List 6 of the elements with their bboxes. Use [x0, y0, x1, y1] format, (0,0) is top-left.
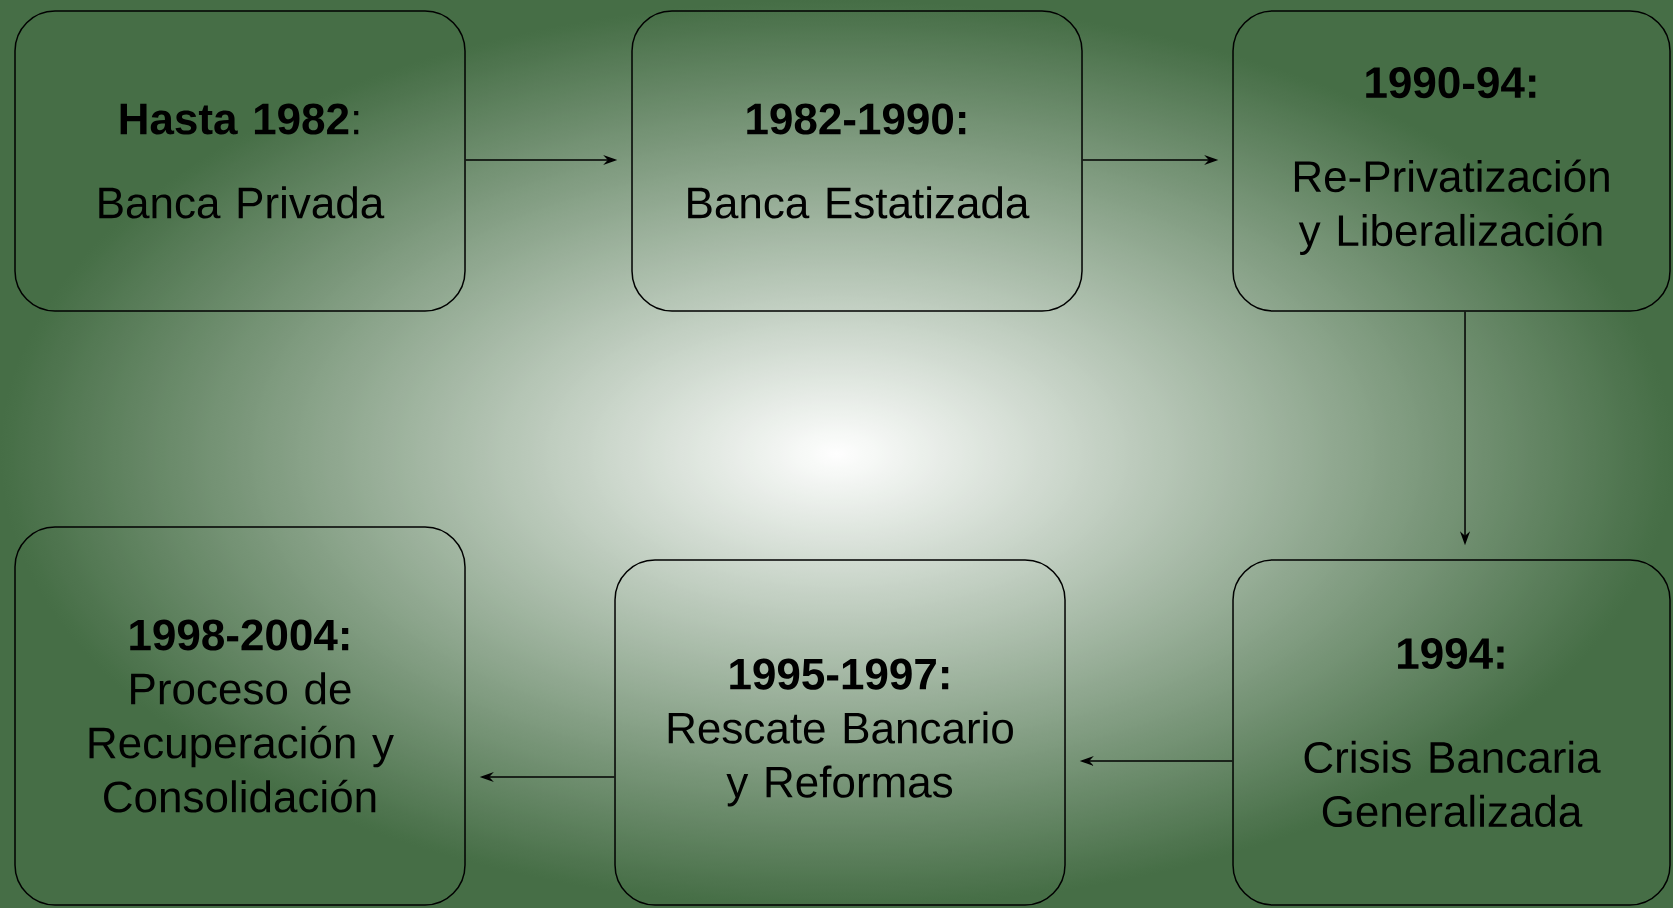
period-box: 1990-94: Re-Privatización y Liberalización	[1232, 10, 1671, 312]
period-box: 1995-1997: Rescate Bancario y Reformas	[614, 559, 1066, 906]
period-box: 1994: Crisis Bancaria Generalizada	[1232, 559, 1671, 906]
period-box: 1982-1990: Banca Estatizada	[631, 10, 1083, 312]
period-box: 1998-2004: Proceso de Recuperación y Consolidación	[14, 526, 466, 906]
period-box: Hasta 1982: Banca Privada	[14, 10, 466, 312]
